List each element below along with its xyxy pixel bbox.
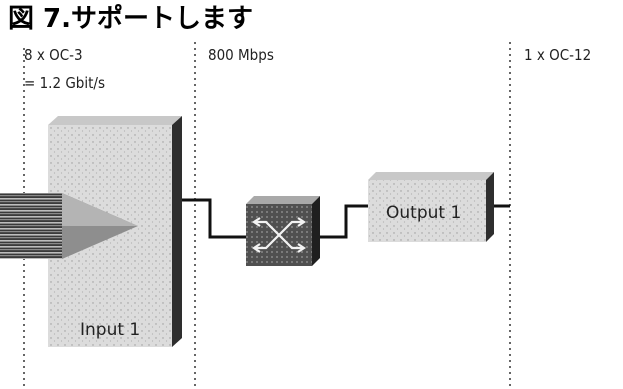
switch-crossover-icon [252,217,306,253]
link-input-to-switch [182,198,246,239]
input-rate-label-line1: 8 x OC-3 [24,46,83,64]
switch-rate-label: 800 Mbps [208,46,274,64]
input-fibers [0,193,138,259]
switch-cube [246,196,320,266]
output-block-label: Output 1 [386,203,461,223]
input-rate-label-line2: = 1.2 Gbit/s [24,74,105,92]
figure-title: 図 7.サポートします [8,4,254,34]
input-block-label: Input 1 [80,320,140,340]
output-rate-label: 1 x OC-12 [524,46,592,64]
output-block [368,172,494,242]
link-switch-to-output [318,204,368,239]
